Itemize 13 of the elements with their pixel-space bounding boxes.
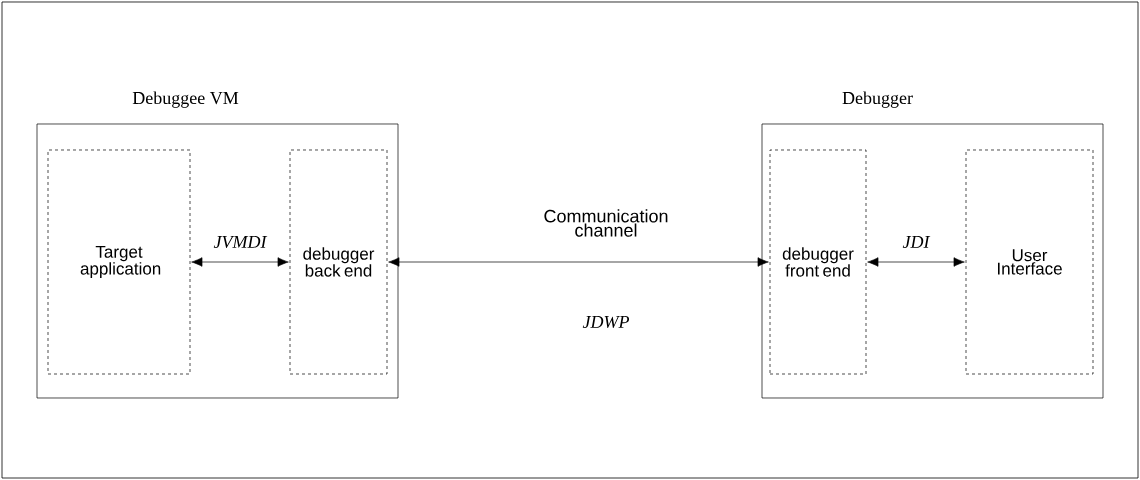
component-box: Target application: [47, 149, 191, 375]
channel-label: Communication channel: [544, 209, 668, 237]
node-label: Debugger: [842, 91, 913, 108]
edge-label: JDWP: [581, 314, 631, 330]
component-box: User Interface: [965, 149, 1094, 375]
component-box: debugger back end: [289, 149, 388, 375]
edge-label: JVMDI: [212, 234, 268, 250]
component-box: debugger front end: [769, 149, 867, 375]
arrow: [388, 257, 769, 267]
edge-label: JDI: [901, 235, 931, 249]
arrow: [867, 257, 965, 267]
node-label: Debuggee VM: [132, 91, 239, 108]
arrow: [191, 257, 289, 267]
